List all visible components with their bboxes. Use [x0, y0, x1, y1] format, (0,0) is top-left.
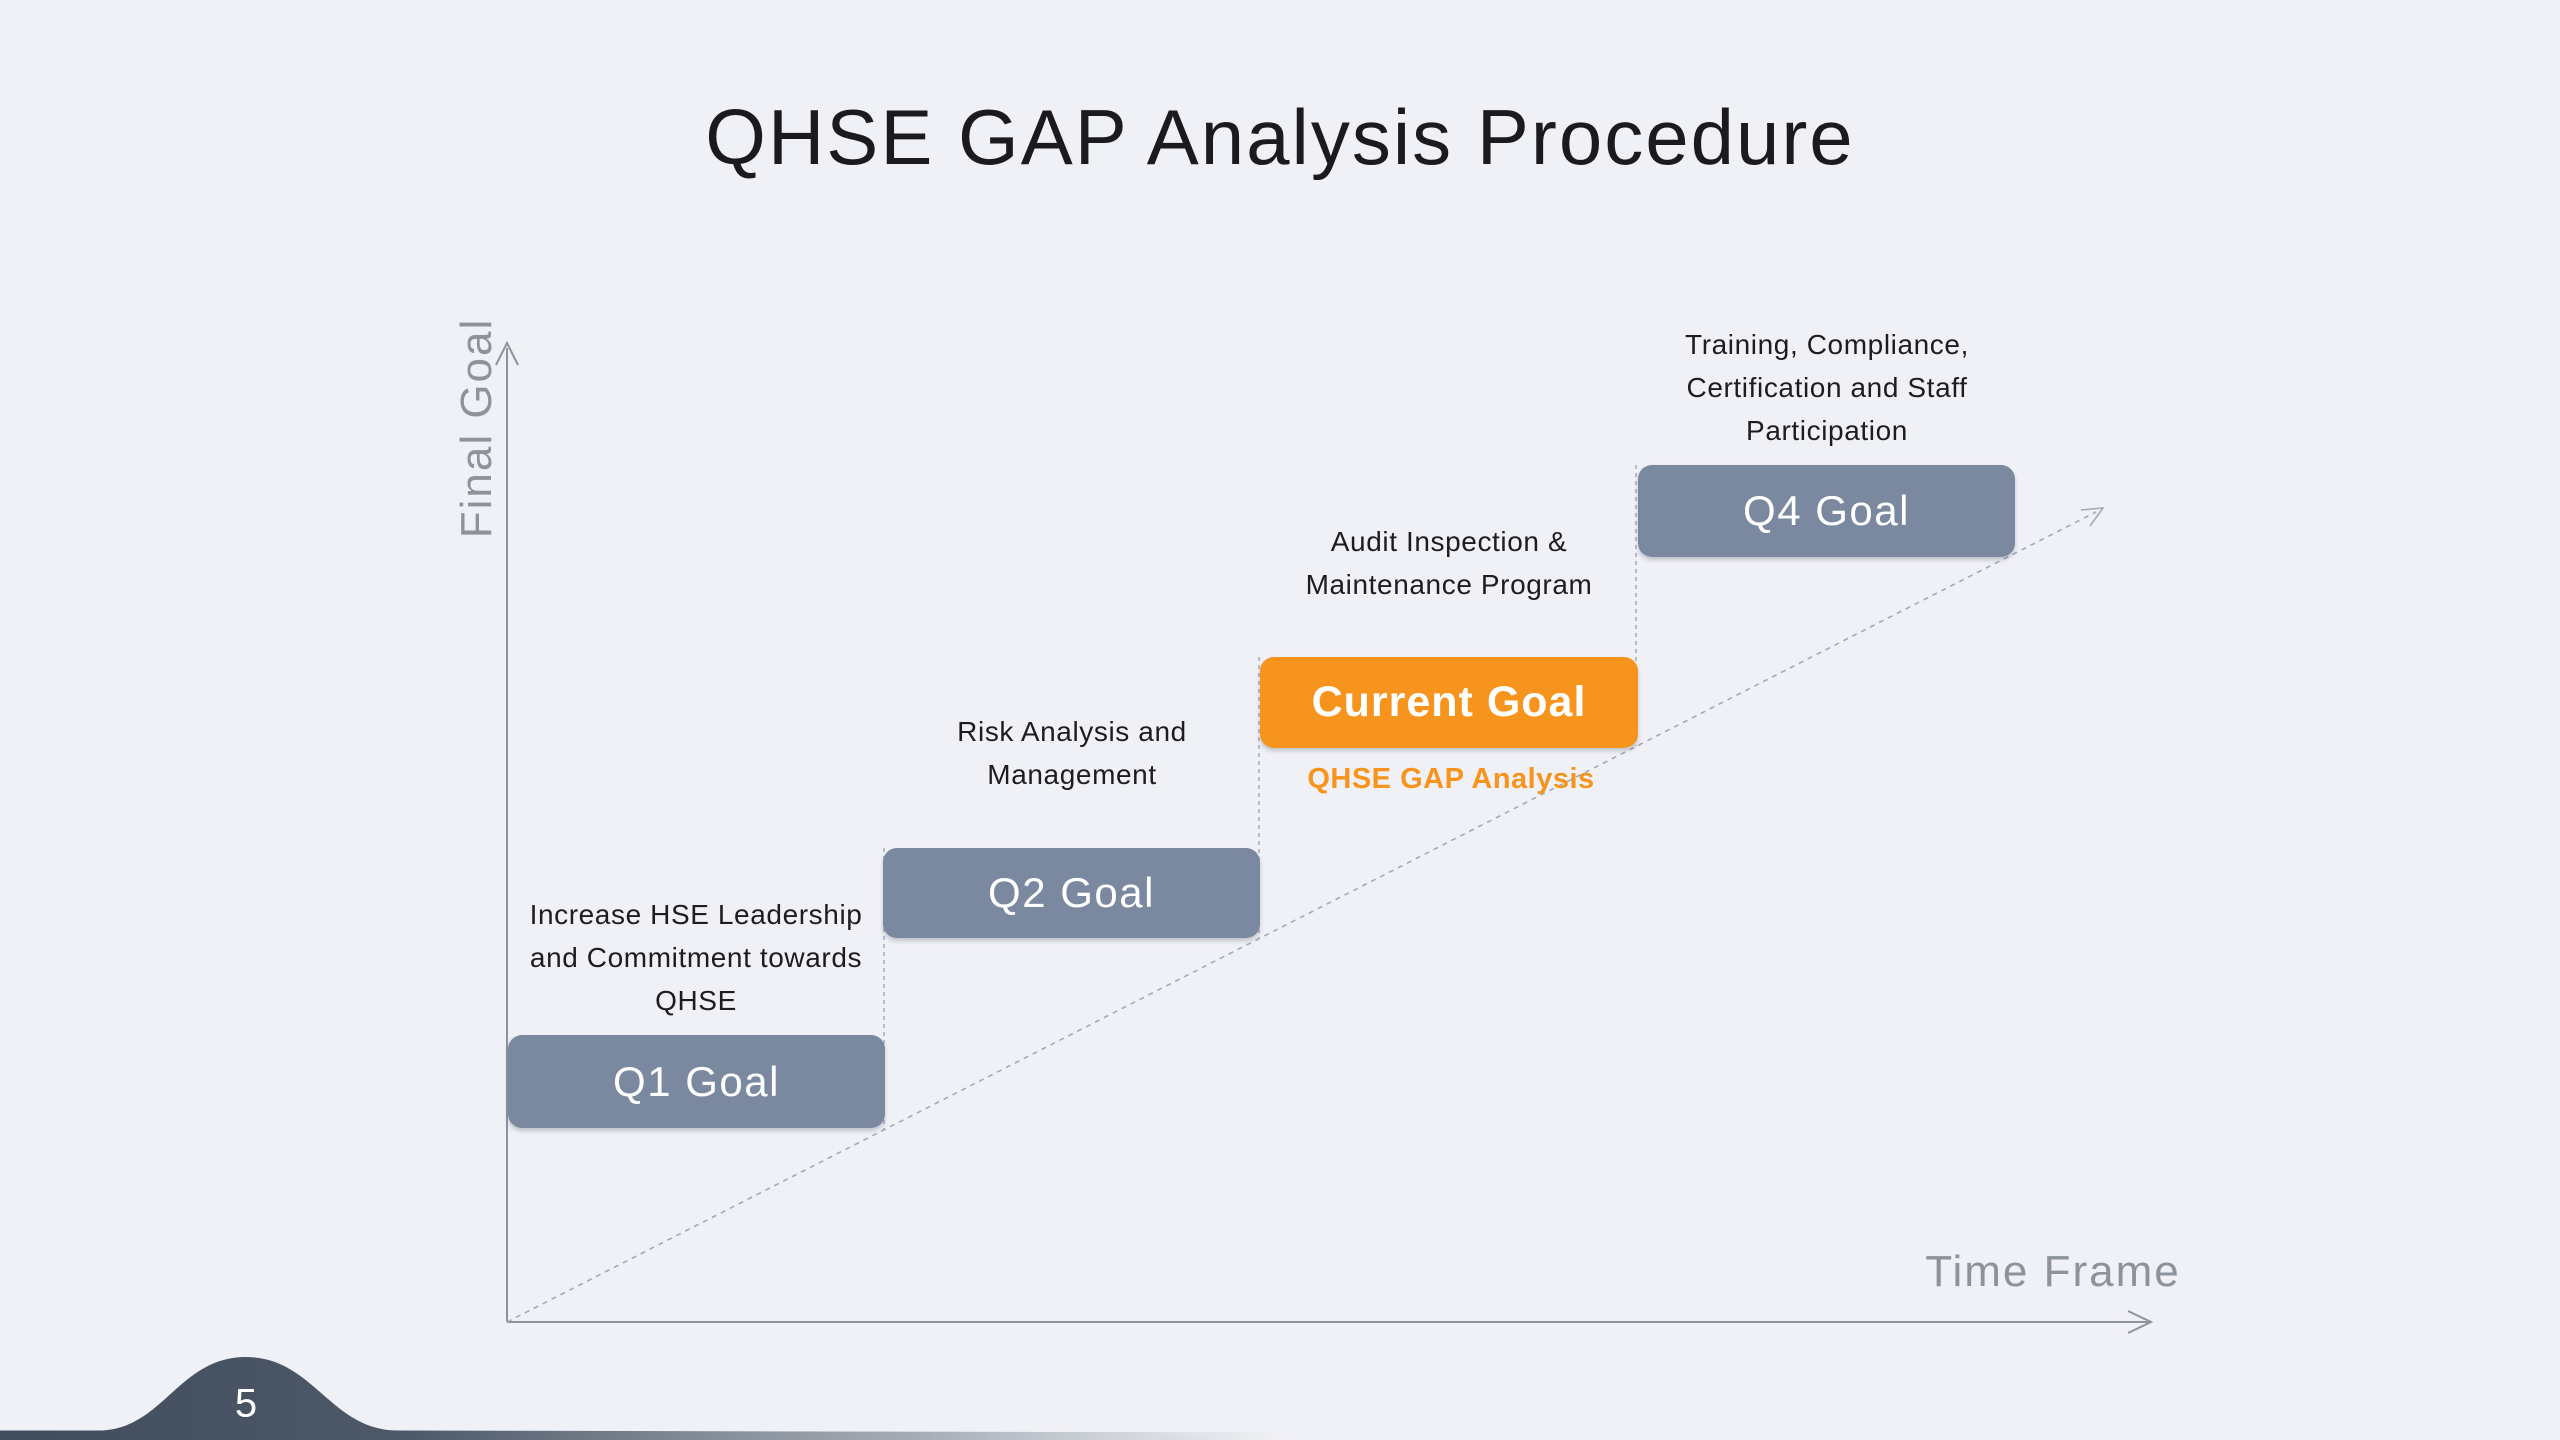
current-goal-caption: QHSE GAP Analysis — [1307, 763, 1595, 795]
goal-desc-q1: Increase HSE Leadership and Commitment t… — [476, 893, 916, 1022]
footer-wave — [0, 1357, 1285, 1440]
goal-desc-current: Audit Inspection & Maintenance Program — [1229, 520, 1669, 606]
goal-desc-q4: Training, Compliance, Certification and … — [1607, 323, 2047, 452]
goal-box-label: Q1 Goal — [613, 1057, 780, 1105]
desc-line: Risk Analysis and — [957, 716, 1187, 747]
x-axis-arrow-icon — [2127, 1310, 2154, 1334]
page-number: 5 — [234, 1381, 258, 1426]
slide-title: QHSE GAP Analysis Procedure — [705, 93, 1855, 181]
desc-line: Management — [987, 759, 1157, 790]
desc-line: Certification and Staff — [1686, 372, 1968, 403]
goal-desc-q2: Risk Analysis and Management — [852, 710, 1292, 796]
trend-line — [506, 511, 2097, 1323]
goal-box-q4: Q4 Goal — [1638, 465, 2015, 557]
goal-box-q2: Q2 Goal — [883, 848, 1260, 938]
goal-box-q1: Q1 Goal — [508, 1035, 885, 1128]
trend-arrow-icon — [2080, 507, 2105, 527]
desc-line: Training, Compliance, — [1685, 329, 1969, 360]
goal-box-current: Current Goal — [1260, 657, 1638, 748]
goal-box-label: Q4 Goal — [1743, 487, 1910, 534]
desc-line: Participation — [1746, 415, 1908, 446]
goal-box-label: Current Goal — [1311, 678, 1587, 726]
desc-line: QHSE — [655, 985, 737, 1016]
desc-line: and Commitment towards — [529, 942, 863, 973]
desc-line: Maintenance Program — [1305, 569, 1593, 600]
desc-line: Increase HSE Leadership — [529, 899, 863, 930]
y-axis-arrow-icon — [495, 340, 519, 366]
goal-box-label: Q2 Goal — [988, 869, 1155, 916]
x-axis-label: Time Frame — [1925, 1247, 2181, 1296]
desc-line: Audit Inspection & — [1330, 526, 1568, 557]
